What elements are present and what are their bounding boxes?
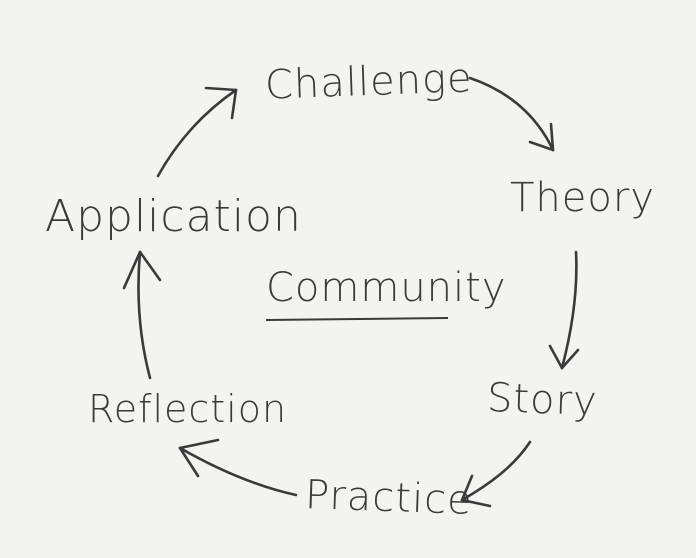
- stage-reflection: Reflection: [88, 387, 288, 431]
- stage-application: Application: [45, 191, 302, 242]
- arrow-practice-to-reflection: [178, 438, 298, 497]
- stage-practice: Practice: [304, 472, 474, 524]
- center-label: Community: [266, 265, 507, 311]
- arrow-story-to-practice: [460, 440, 532, 508]
- stage-story: Story: [486, 375, 599, 425]
- stage-theory: Theory: [510, 175, 655, 221]
- stage-challenge: Challenge: [264, 55, 474, 109]
- arrow-challenge-to-theory: [468, 76, 555, 152]
- arrow-theory-to-story: [548, 250, 580, 370]
- arrow-reflection-to-application: [122, 250, 162, 380]
- arrow-application-to-challenge: [156, 86, 238, 178]
